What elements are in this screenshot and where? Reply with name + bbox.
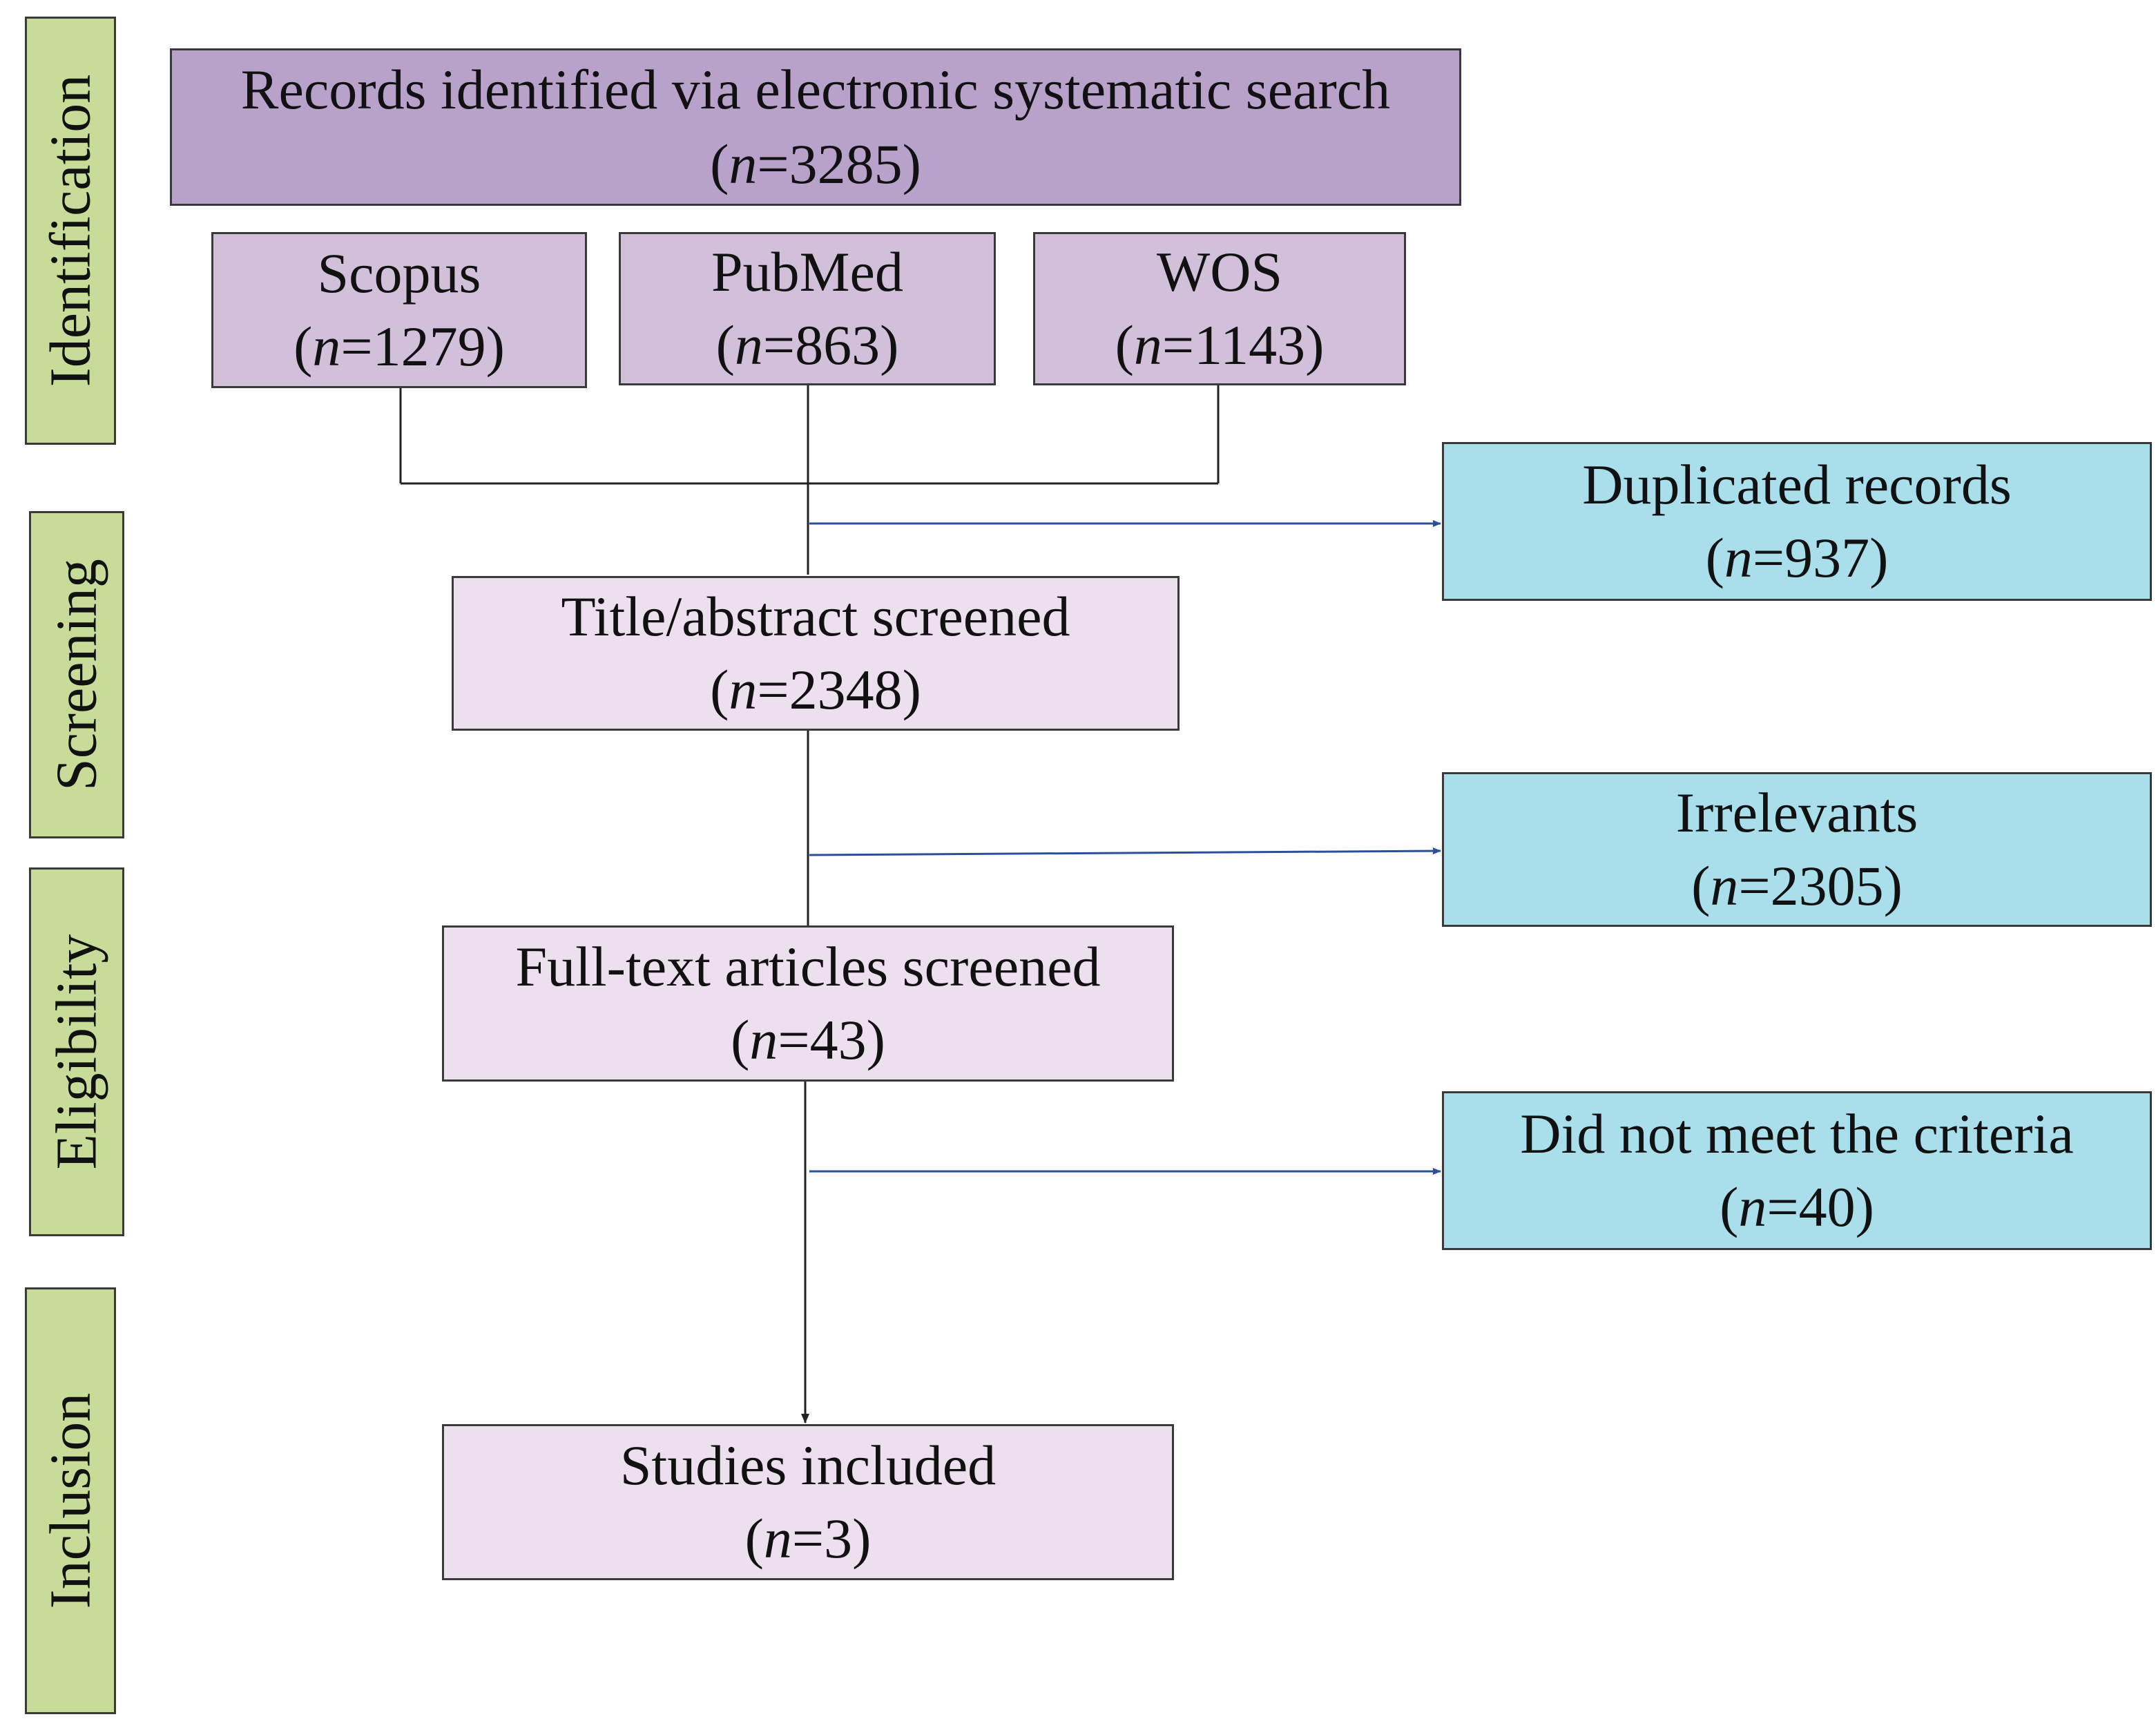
- source-pubmed-count: (n=863): [715, 314, 899, 376]
- did-not-meet-criteria-count: (n=40): [1720, 1175, 1874, 1238]
- irrelevants-box: Irrelevants (n=2305): [1442, 772, 2152, 927]
- studies-included-title: Studies included: [619, 1434, 997, 1497]
- did-not-meet-criteria-box: Did not meet the criteria (n=40): [1442, 1091, 2152, 1250]
- irrelevants-arrow: [809, 847, 1441, 856]
- source-pubmed-title: PubMed: [711, 240, 903, 303]
- source-wos-box: WOS (n=1143): [1033, 232, 1406, 385]
- full-text-screened-count: (n=43): [731, 1008, 885, 1071]
- stage-eligibility: Eligibility: [29, 867, 124, 1236]
- identified-records-count: (n=3285): [710, 133, 921, 195]
- full-text-screened-box: Full-text articles screened (n=43): [442, 925, 1174, 1082]
- studies-included-box: Studies included (n=3): [442, 1424, 1174, 1580]
- identified-records-title: Records identified via electronic system…: [240, 58, 1391, 121]
- source-pubmed-box: PubMed (n=863): [619, 232, 996, 385]
- duplicated-records-title: Duplicated records: [1582, 453, 2012, 516]
- irrelevants-title: Irrelevants: [1675, 781, 1918, 844]
- stage-inclusion: Inclusion: [25, 1287, 116, 1714]
- title-abstract-screened-title: Title/abstract screened: [561, 585, 1070, 648]
- duplicated-records-box: Duplicated records (n=937): [1442, 442, 2152, 601]
- source-scopus-box: Scopus (n=1279): [211, 232, 587, 388]
- title-abstract-screened-box: Title/abstract screened (n=2348): [452, 576, 1180, 731]
- full-text-screened-title: Full-text articles screened: [515, 935, 1101, 998]
- duplicated-records-count: (n=937): [1705, 526, 1889, 589]
- source-wos-title: WOS: [1156, 240, 1283, 303]
- source-scopus-title: Scopus: [317, 242, 481, 305]
- did-not-meet-criteria-title: Did not meet the criteria: [1520, 1102, 2074, 1165]
- title-abstract-screened-count: (n=2348): [710, 658, 921, 721]
- source-wos-count: (n=1143): [1115, 314, 1325, 376]
- source-scopus-count: (n=1279): [293, 315, 505, 378]
- identified-records-box: Records identified via electronic system…: [170, 48, 1461, 206]
- stage-screening: Screening: [29, 511, 124, 838]
- stage-identification: Identification: [25, 17, 116, 445]
- irrelevants-count: (n=2305): [1691, 854, 1903, 917]
- studies-included-count: (n=3): [744, 1507, 872, 1570]
